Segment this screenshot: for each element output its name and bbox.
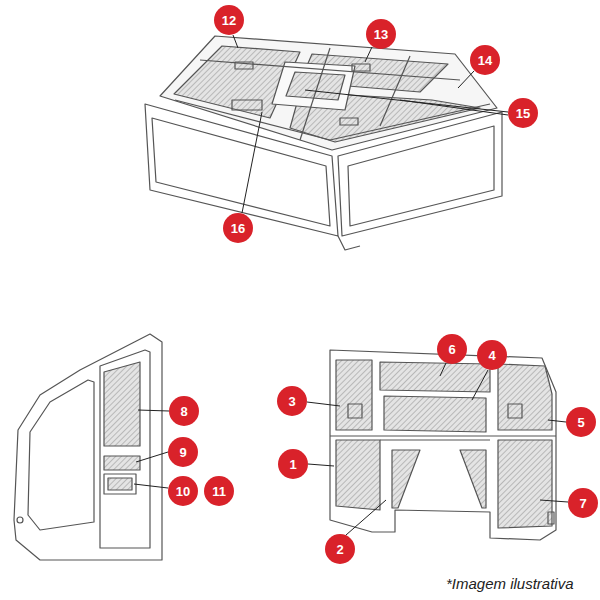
callout-number: 6 [448,343,455,356]
callout-number: 7 [579,497,586,510]
roof-assembly [145,36,502,250]
callout-number: 15 [516,107,530,120]
leader-lines [134,35,568,535]
callout-number: 3 [288,395,295,408]
callout-number: 8 [180,405,187,418]
callout-number: 16 [231,222,245,235]
callout-number: 4 [488,349,495,362]
callout-circles [168,5,598,564]
rear-wall-panel [330,350,556,540]
door-panel [14,334,162,560]
callout-number: 11 [212,485,226,498]
callout-number: 14 [478,54,492,67]
callout-number: 5 [577,416,584,429]
callout-number: 10 [176,485,190,498]
note-text: *Imagem ilustrativa [446,575,574,592]
callout-number: 12 [222,14,236,27]
callout-number: 13 [374,28,388,41]
callout-number: 1 [289,458,296,471]
callout-number: 9 [179,446,186,459]
callout-number: 2 [336,543,343,556]
